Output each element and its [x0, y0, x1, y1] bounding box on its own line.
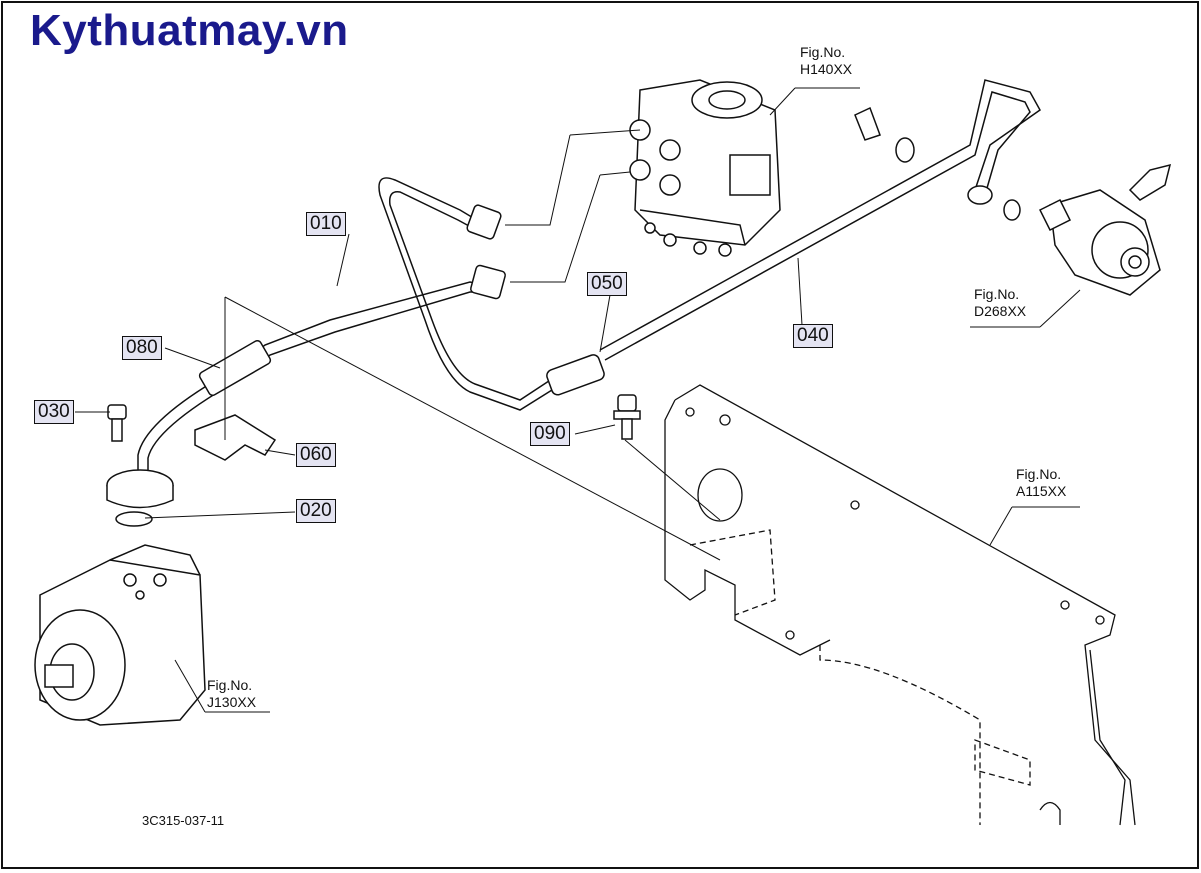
tube-fittings	[198, 204, 605, 397]
fig-ref-code: H140XX	[800, 61, 853, 77]
drawing-code: 3C315-037-11	[142, 813, 225, 828]
fig-ref-prefix: Fig.No.	[974, 286, 1020, 302]
fig-ref-j130xx: Fig.No. J130XX	[207, 677, 256, 711]
steering-valve-unit	[629, 79, 781, 257]
part-label-080: 080	[122, 336, 162, 360]
fig-ref-code: D268XX	[974, 303, 1027, 319]
pump-assembly	[854, 106, 1172, 296]
fig-ref-a115xx: Fig.No. A115XX	[1016, 466, 1066, 500]
tube-040	[599, 79, 1041, 361]
part-label-030: 030	[34, 400, 74, 424]
part-label-010: 010	[306, 212, 346, 236]
hydraulic-pump	[34, 469, 206, 726]
leader-lines	[75, 87, 1081, 713]
fig-ref-h140xx: Fig.No. H140XX	[800, 44, 852, 78]
part-label-020: 020	[296, 499, 336, 523]
fig-ref-code: J130XX	[207, 694, 257, 710]
fig-ref-d268xx: Fig.No. D268XX	[974, 286, 1026, 320]
part-label-050: 050	[587, 272, 627, 296]
tube-010	[137, 177, 561, 475]
part-label-090: 090	[530, 422, 570, 446]
part-label-060: 060	[296, 443, 336, 467]
small-hardware	[107, 394, 641, 461]
frame-bracket	[664, 384, 1136, 826]
fig-ref-prefix: Fig.No.	[1016, 466, 1062, 482]
fig-ref-prefix: Fig.No.	[207, 677, 253, 693]
fig-ref-code: A115XX	[1016, 483, 1067, 499]
fig-ref-prefix: Fig.No.	[800, 44, 846, 60]
part-label-040: 040	[793, 324, 833, 348]
site-brand: Kythuatmay.vn	[30, 6, 349, 55]
